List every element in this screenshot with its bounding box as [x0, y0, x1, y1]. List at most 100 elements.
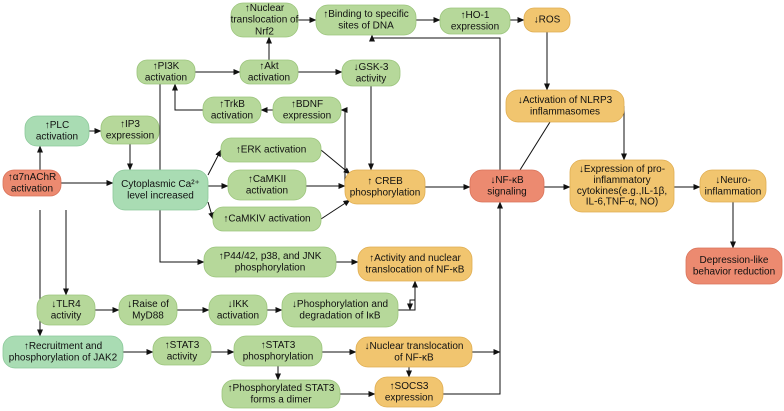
node-box [272, 96, 342, 124]
node-label-line: ↓IKK [227, 299, 248, 310]
edge-arrow [398, 280, 418, 311]
node-label-line: ↓Activation of NLRP3 [518, 95, 613, 106]
node-label-line: inflammation [705, 187, 762, 198]
node-box [152, 336, 212, 366]
node-label-line: ↓NF-κB [490, 175, 524, 186]
node-label-line: expression [385, 393, 433, 404]
node-label: ↓ROS [534, 15, 561, 26]
node-label-line: expression [106, 131, 154, 142]
node-label: ↑CaMKIV activation [223, 214, 310, 225]
node-label: ↑ERK activation [236, 145, 307, 156]
node-box [685, 247, 783, 285]
node-box [2, 169, 62, 197]
node-label-line: ↑CaMKIV activation [223, 214, 310, 225]
node-box [699, 169, 767, 203]
node-box [355, 336, 473, 368]
node-box [24, 115, 90, 147]
node-label-line: translocation of [231, 15, 299, 26]
node-label-line: activation [248, 73, 290, 84]
node-label-line: ↑HO-1 [461, 10, 490, 21]
node-label-line: ↓Expression of pro- [579, 164, 665, 175]
node-label-line: inflammatory [593, 175, 650, 186]
node-label-line: sites of DNA [338, 20, 394, 31]
node-label-line: phosphorylation of JAK2 [9, 352, 118, 363]
node-label-line: ↑P44/42, p38, and JNK [219, 251, 322, 262]
node-label-line: ↓Neuro- [715, 175, 751, 186]
edge-arrow [172, 83, 203, 111]
node-label-line: ↑BDNF [291, 99, 323, 110]
node-label-line: activation [246, 186, 288, 197]
edge-arrow [443, 201, 503, 395]
node-box [112, 169, 209, 211]
node-box [208, 294, 268, 326]
edges [37, 17, 736, 397]
node-label-line: ↓TLR4 [51, 299, 81, 310]
node-label-line: ↑α7nAChR [8, 172, 57, 183]
node-label-line: forms a dimer [250, 394, 312, 405]
node-label-line: Cytoplasmic Ca²⁺ [121, 179, 200, 190]
node-label-line: ↑Binding to specific [323, 9, 409, 20]
node-ca: Cytoplasmic Ca²⁺level increased [112, 169, 209, 211]
node-box [100, 115, 160, 145]
node-label-line: degradation of IκB [299, 310, 380, 321]
node-label-line: inflammasomes [530, 106, 600, 117]
node-label-line: behavior reduction [693, 266, 775, 277]
node-camkiv: ↑CaMKIV activation [212, 206, 322, 232]
node-label-line: phosphorylation [350, 188, 421, 199]
node-label-line: ↑Nuclear [245, 3, 285, 14]
node-box [341, 59, 401, 87]
node-box [203, 246, 337, 278]
node-label-line: ↑Recruitment and [24, 341, 102, 352]
node-box [230, 2, 299, 38]
node-neuro: ↓Neuro-inflammation [699, 169, 767, 203]
node-label-line: phosphorylation [235, 262, 306, 273]
node-label-line: ↓GSK-3 [353, 62, 388, 73]
node-label-line: activity [51, 311, 82, 322]
node-label-line: activation [217, 311, 259, 322]
node-box [357, 246, 473, 282]
node-label-line: ↑CaMKII [248, 174, 286, 185]
node-box [227, 169, 307, 201]
edge-arrow [207, 201, 215, 220]
node-label-line: ↑STAT3 [261, 340, 296, 351]
node-erk: ↑ERK activation [220, 137, 322, 163]
node-label-line: expression [451, 22, 499, 33]
node-label-line: ↑Akt [259, 61, 279, 72]
node-label-line: Nrf2 [255, 26, 274, 37]
